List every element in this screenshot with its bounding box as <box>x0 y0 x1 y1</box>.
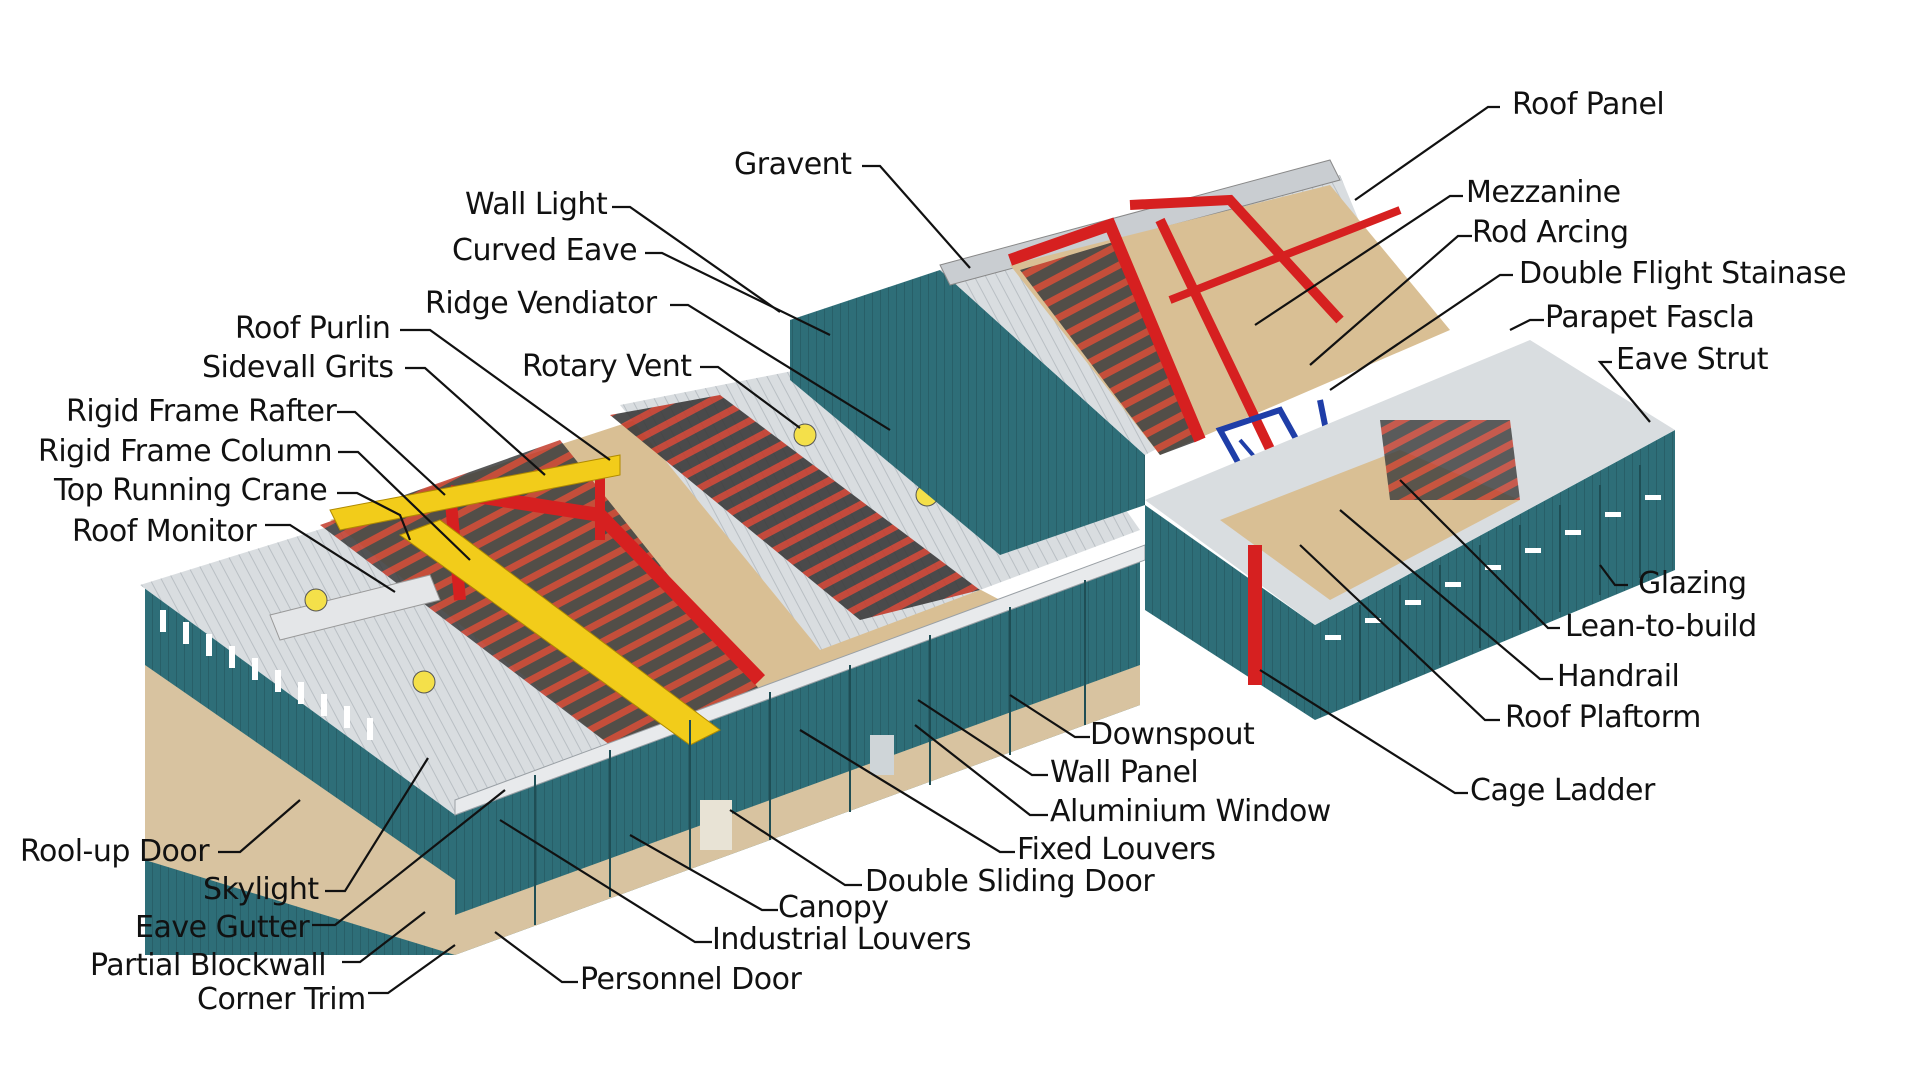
label-double-flight-staircase: Double Flight Stainase <box>1519 256 1847 291</box>
label-ridge-ventilator: Ridge Vendiator <box>425 286 657 321</box>
label-partial-blockwall: Partial Blockwall <box>90 948 327 983</box>
label-corner-trim: Corner Trim <box>197 982 366 1017</box>
label-parapet-fascia: Parapet Fascla <box>1545 300 1755 335</box>
label-roof-panel: Roof Panel <box>1512 87 1665 122</box>
label-cage-ladder: Cage Ladder <box>1470 773 1655 808</box>
label-industrial-louvers: Industrial Louvers <box>712 922 971 957</box>
label-eave-strut: Eave Strut <box>1616 342 1769 377</box>
label-top-running-crane: Top Running Crane <box>54 473 328 508</box>
label-curved-eave: Curved Eave <box>452 233 638 268</box>
label-glazing: Glazing <box>1638 566 1747 601</box>
label-sidewall-girts: Sidevall Grits <box>202 350 394 385</box>
label-roof-platform: Roof Plaftorm <box>1505 700 1701 735</box>
label-wall-light: Wall Light <box>465 187 608 222</box>
label-roof-monitor: Roof Monitor <box>72 514 257 549</box>
main-end-blockwall <box>145 665 455 955</box>
lean-to-end-wall <box>1145 505 1315 720</box>
label-personnel-door: Personnel Door <box>580 962 802 997</box>
main-purlins-left <box>320 440 760 745</box>
roof-monitor-shape <box>269 574 441 641</box>
label-mezzanine: Mezzanine <box>1466 175 1621 210</box>
label-roll-up-door: Rool-up Door <box>20 834 210 869</box>
label-skylight: Skylight <box>203 872 319 907</box>
leader-lines <box>218 105 1651 995</box>
cage-ladder-shape <box>1248 545 1262 685</box>
label-aluminium-window: Aluminium Window <box>1050 794 1331 829</box>
main-purlins-right <box>610 395 980 620</box>
label-double-sliding-door: Double Sliding Door <box>865 864 1155 899</box>
label-rigid-frame-column: Rigid Frame Column <box>38 434 333 469</box>
label-handrail: Handrail <box>1557 659 1680 694</box>
label-roof-purlin: Roof Purlin <box>235 311 391 346</box>
main-roof-left <box>140 520 610 815</box>
main-side-blockwall <box>455 665 1140 955</box>
top-running-crane <box>398 519 721 746</box>
label-lean-to-build: Lean-to-build <box>1565 609 1757 644</box>
label-rigid-frame-rafter: Rigid Frame Rafter <box>66 394 337 429</box>
label-downspout: Downspout <box>1090 717 1255 752</box>
label-wall-panel: Wall Panel <box>1050 755 1199 790</box>
label-eave-gutter: Eave Gutter <box>135 910 310 945</box>
label-rod-bracing: Rod Arcing <box>1472 215 1629 250</box>
tall-end-wall <box>790 270 1145 505</box>
tall-rigid-frame <box>1008 217 1206 443</box>
label-fixed-louvers: Fixed Louvers <box>1017 832 1216 867</box>
label-gravent: Gravent <box>734 147 852 182</box>
label-canopy: Canopy <box>778 890 889 925</box>
label-rotary-vent: Rotary Vent <box>522 349 692 384</box>
